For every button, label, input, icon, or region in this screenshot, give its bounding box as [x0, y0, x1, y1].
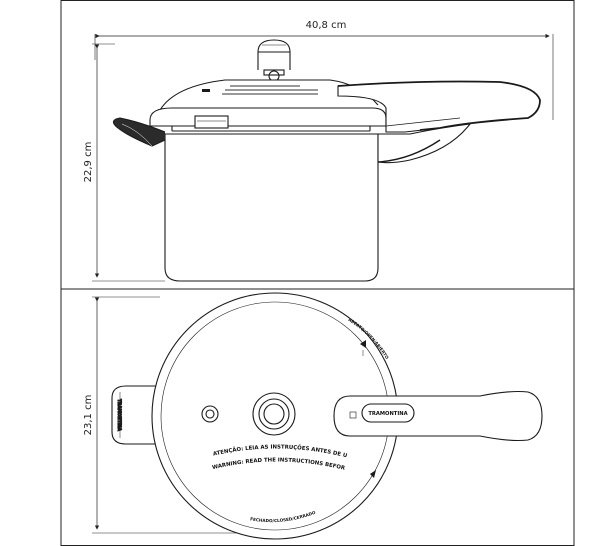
height-label: 22,9 cm [83, 142, 94, 183]
lid-lock-tab [194, 115, 229, 129]
height-dimension: 22,9 cm [83, 43, 165, 282]
center-valve-outer [252, 392, 296, 436]
lock-mark [360, 340, 366, 348]
left-handle [112, 117, 166, 147]
lid-text-marks [222, 85, 318, 95]
top-left-handle [111, 385, 161, 445]
safety-valve-outer [201, 405, 219, 423]
center-valve-inner [263, 403, 285, 425]
width-label: 40,8 cm [306, 20, 347, 31]
side-view [112, 39, 541, 282]
lid-indicator [202, 89, 210, 92]
handle-brand: TRAMONTINA [368, 411, 407, 417]
depth-label: 23,1 cm [83, 395, 94, 436]
brand-plate [361, 403, 415, 423]
pot-body [164, 134, 379, 282]
pressure-valve [257, 39, 291, 82]
lid-rim [149, 107, 387, 127]
depth-dimension: 23,1 cm [83, 296, 250, 534]
right-handle [377, 123, 472, 164]
left-handle-brand: TRAMONTINA [117, 399, 122, 431]
safety-valve-inner [205, 409, 215, 419]
top-view: TRAMONTINA TRAMONTINA [111, 292, 543, 540]
close-arrow-mark [370, 470, 376, 478]
center-valve-ring [258, 398, 290, 430]
